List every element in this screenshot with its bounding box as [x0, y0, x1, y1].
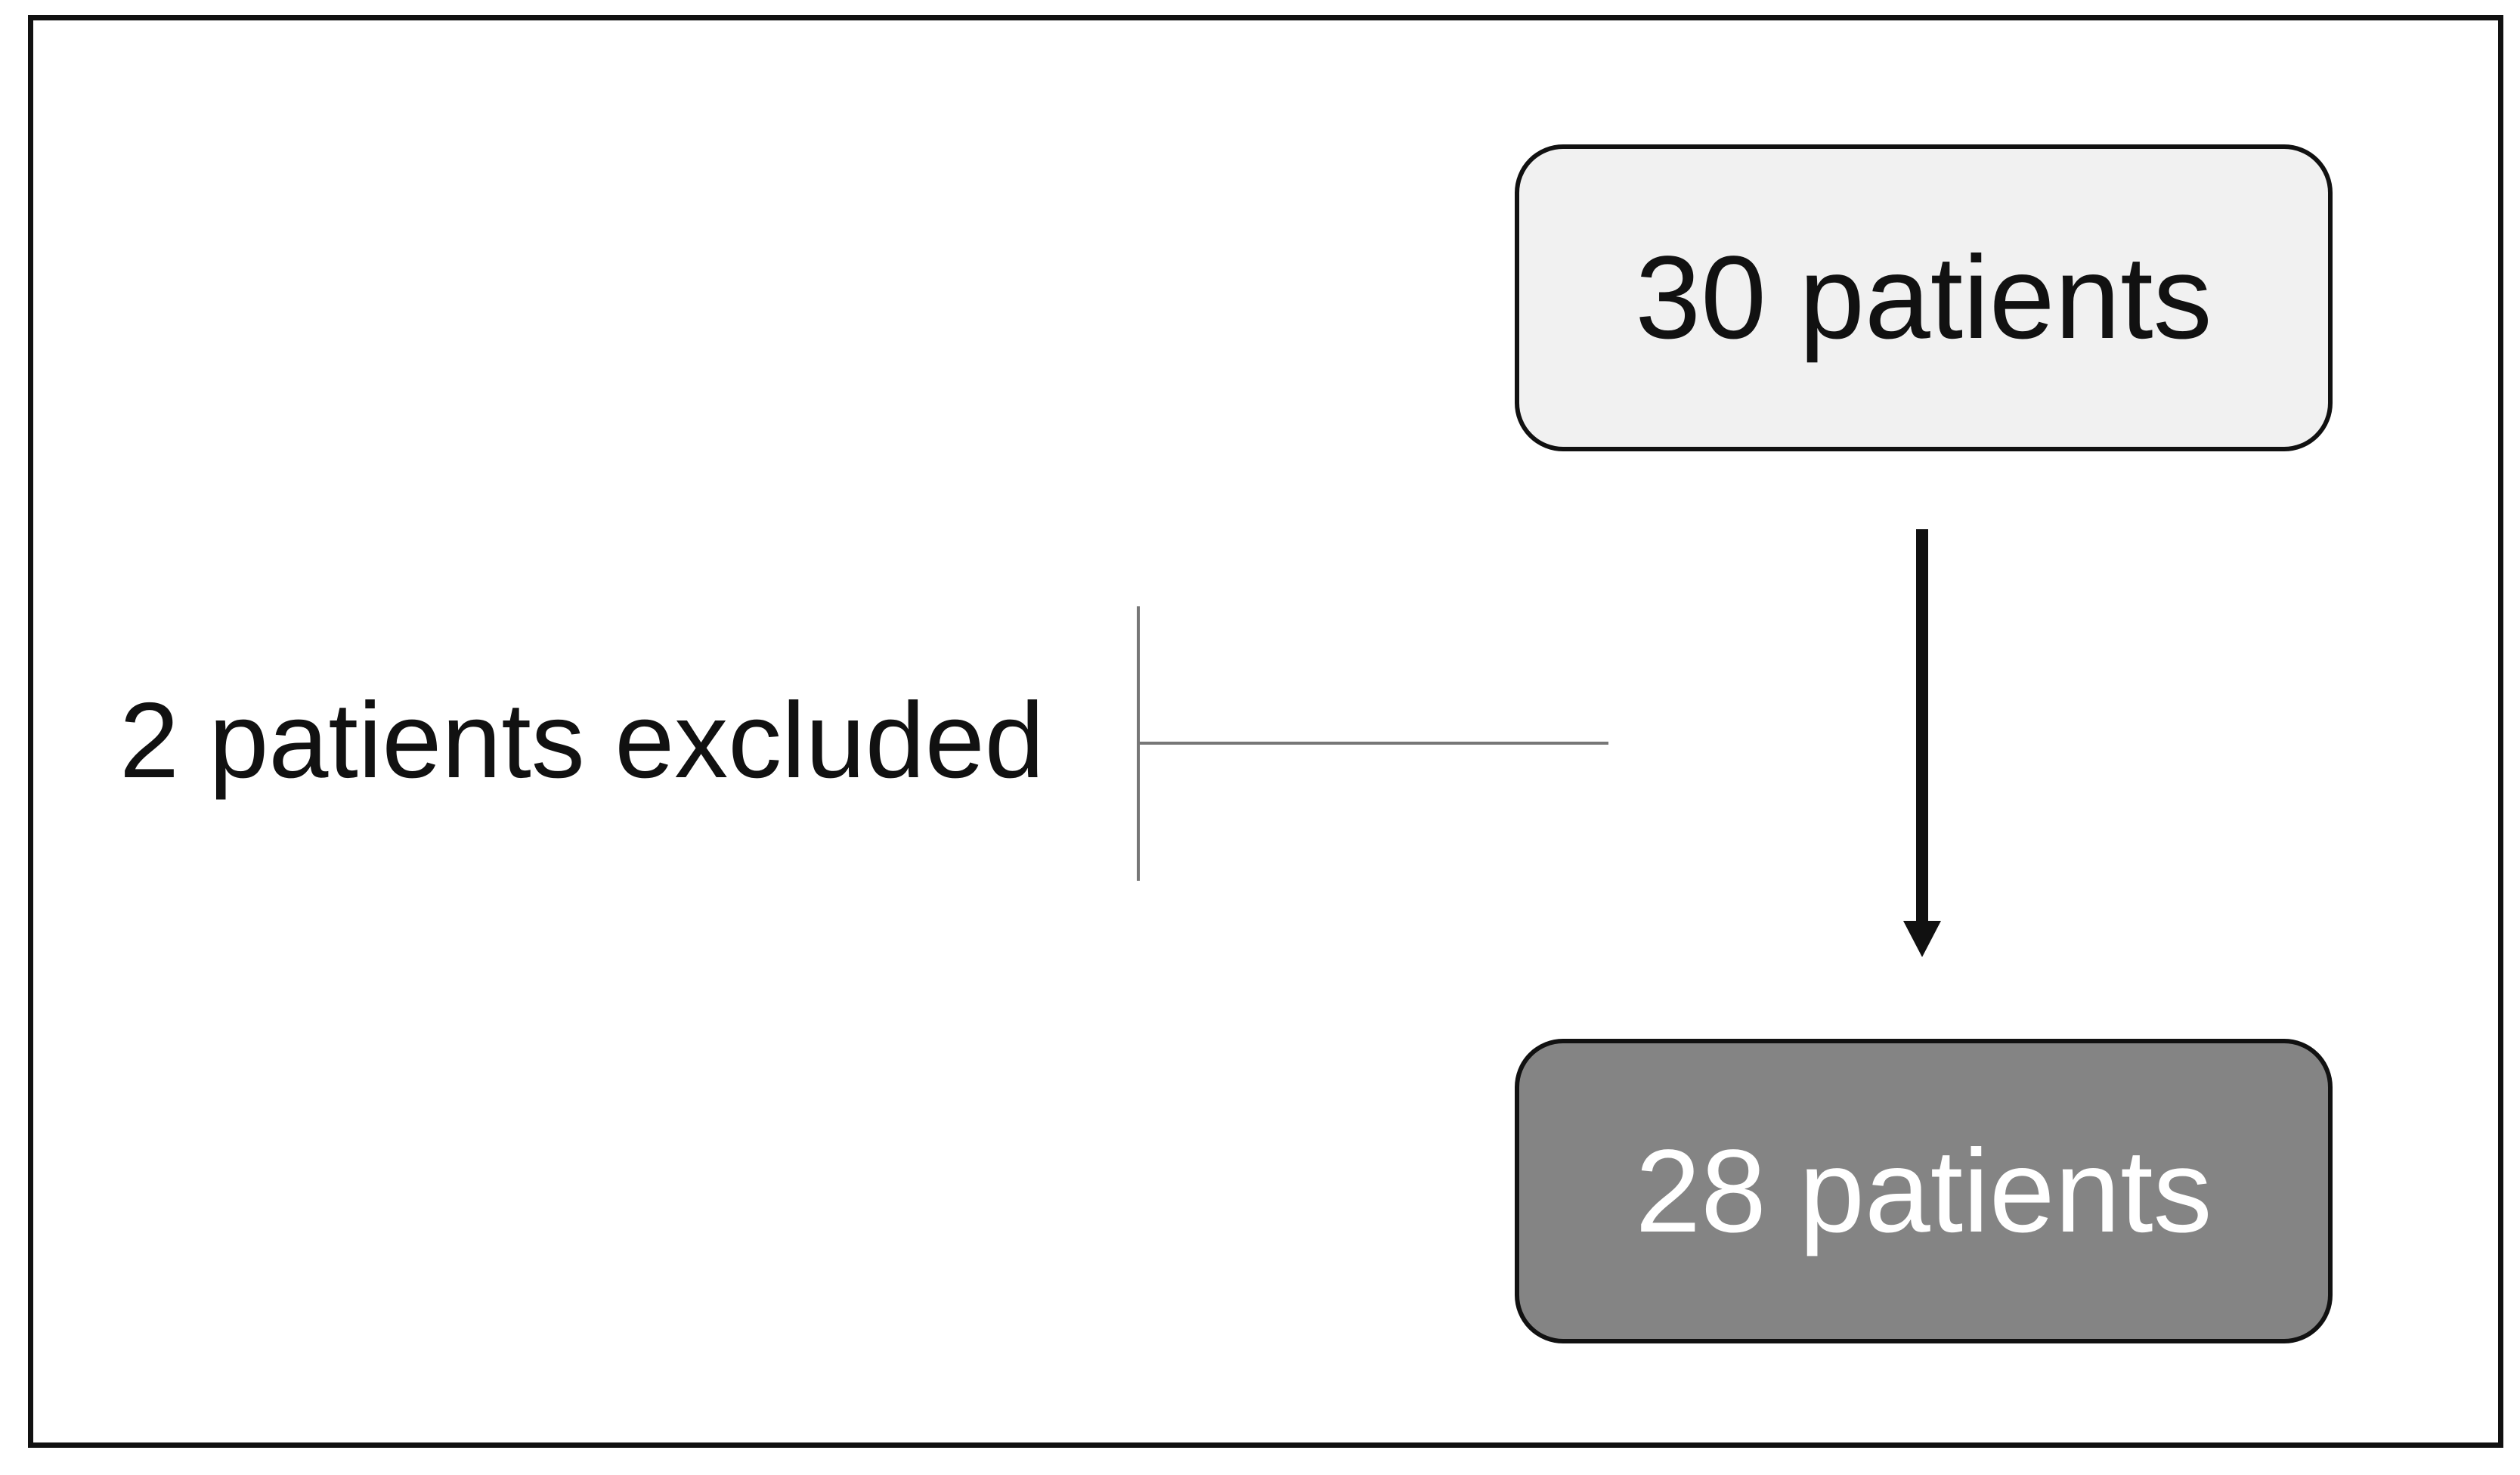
start-patient-node: 30 patients	[1515, 144, 2333, 451]
exclusion-label: 2 patients excluded	[119, 680, 1045, 801]
final-patient-node: 28 patients	[1515, 1039, 2333, 1343]
final-patient-count: 28 patients	[1635, 1125, 2212, 1257]
start-patient-count: 30 patients	[1635, 232, 2212, 364]
